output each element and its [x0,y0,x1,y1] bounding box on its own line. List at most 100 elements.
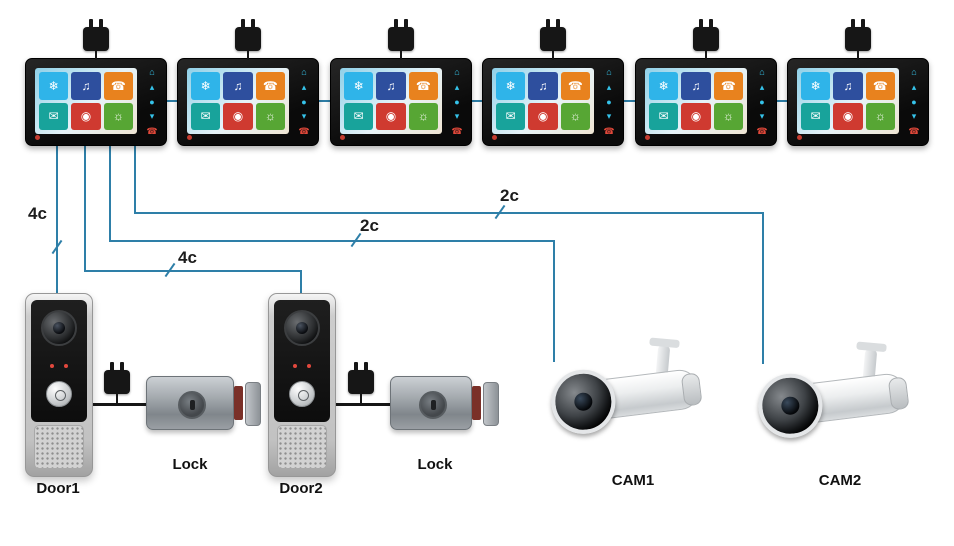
lock2-label: Lock [417,456,453,473]
brightness-tile-icon: ☼ [408,102,438,130]
power-adapter-icon [83,19,109,60]
down-button-icon: ▾ [759,111,765,122]
plug-prong [404,19,408,28]
message-tile-icon: ✉ [191,102,221,130]
menu-button-icon: ● [454,96,460,107]
alarm-tile-icon: ◉ [833,102,863,130]
talk-button-icon: ☎ [451,126,463,136]
wire-cam1-2c-vertical [109,146,111,242]
door-camera-icon [284,310,320,346]
menu-button-icon: ● [759,96,765,107]
door-panel [31,300,87,422]
message-tile-icon: ✉ [496,102,526,130]
plug-cord [857,51,859,60]
side-button-column: ⌂ ▴ ● ▾ ☎ [142,68,162,136]
plug-prong [709,19,713,28]
plug-cord [360,394,362,403]
wire-cam2-2c-drop [762,212,764,364]
plug-prong [851,19,855,28]
intercom-monitor: ❄ ♫ ☎ ✉ ◉ ☼ ⌂ ▴ ● ▾ ☎ [330,19,472,146]
power-adapter-icon [845,19,871,60]
monitor-screen: ❄ ♫ ☎ ✉ ◉ ☼ [35,68,137,134]
wire-door1-4c [56,146,58,296]
side-button-column: ⌂ ▴ ● ▾ ☎ [599,68,619,136]
side-button-column: ⌂ ▴ ● ▾ ☎ [447,68,467,136]
wire-cam1-2c-drop [553,240,555,362]
plug-prong [110,362,114,371]
monitor-button-icon: ⌂ [149,67,155,77]
led-indicator-icon [64,364,68,368]
side-button-column: ⌂ ▴ ● ▾ ☎ [752,68,772,136]
down-button-icon: ▾ [149,111,155,122]
door-speaker-grille [277,425,327,469]
message-tile-icon: ✉ [39,102,69,130]
phone-tile-icon: ☎ [865,72,895,100]
intercom-monitor: ❄ ♫ ☎ ✉ ◉ ☼ ⌂ ▴ ● ▾ ☎ [787,19,929,146]
alarm-tile-icon: ◉ [376,102,406,130]
app-tile-grid: ❄ ♫ ☎ ✉ ◉ ☼ [191,72,285,130]
up-button-icon: ▴ [149,81,155,92]
snowflake-tile-icon: ❄ [649,72,679,100]
keyhole-icon [178,391,206,419]
door-speaker-grille [34,425,84,469]
lock-pad [234,386,243,420]
monitor-button-icon: ⌂ [454,67,460,77]
door-camera-icon [41,310,77,346]
side-button-column: ⌂ ▴ ● ▾ ☎ [294,68,314,136]
app-tile-grid: ❄ ♫ ☎ ✉ ◉ ☼ [344,72,438,130]
intercom-monitor: ❄ ♫ ☎ ✉ ◉ ☼ ⌂ ▴ ● ▾ ☎ [177,19,319,146]
monitor-bezel: ❄ ♫ ☎ ✉ ◉ ☼ ⌂ ▴ ● ▾ ☎ [635,58,777,146]
app-tile-grid: ❄ ♫ ☎ ✉ ◉ ☼ [649,72,743,130]
talk-button-icon: ☎ [146,126,158,136]
plug-cord [705,51,707,60]
chime-tile-icon: ♫ [71,72,101,100]
lock-2 [390,376,472,430]
plug-cord [247,51,249,60]
power-plug-icon [104,362,130,403]
plug-prong [699,19,703,28]
door2-label: Door2 [279,480,323,497]
phone-tile-icon: ☎ [713,72,743,100]
talk-button-icon: ☎ [908,126,920,136]
plug-cord [116,394,118,403]
wire-door2-4c-vertical [84,146,86,272]
alarm-tile-icon: ◉ [528,102,558,130]
down-button-icon: ▾ [606,111,612,122]
chime-tile-icon: ♫ [223,72,253,100]
monitor-screen: ❄ ♫ ☎ ✉ ◉ ☼ [492,68,594,134]
wire-label-door2: 4c [178,248,197,267]
chime-tile-icon: ♫ [376,72,406,100]
up-button-icon: ▴ [454,81,460,92]
wire-label-cam2: 2c [500,186,519,205]
monitor-screen: ❄ ♫ ☎ ✉ ◉ ☼ [187,68,289,134]
cam2-label: CAM2 [818,472,862,489]
power-adapter-icon [540,19,566,60]
alarm-tile-icon: ◉ [223,102,253,130]
lock-power-cable [332,403,394,406]
phone-tile-icon: ☎ [560,72,590,100]
phone-tile-icon: ☎ [255,72,285,100]
monitor-bezel: ❄ ♫ ☎ ✉ ◉ ☼ ⌂ ▴ ● ▾ ☎ [25,58,167,146]
brightness-tile-icon: ☼ [713,102,743,130]
plug-prong [99,19,103,28]
intercom-monitor: ❄ ♫ ☎ ✉ ◉ ☼ ⌂ ▴ ● ▾ ☎ [635,19,777,146]
phone-tile-icon: ☎ [408,72,438,100]
plug-cord [400,51,402,60]
up-button-icon: ▴ [911,81,917,92]
monitor-button-icon: ⌂ [911,67,917,77]
door-call-button-icon [289,381,315,407]
plug-prong [89,19,93,28]
app-tile-grid: ❄ ♫ ☎ ✉ ◉ ☼ [39,72,133,130]
door-panel [274,300,330,422]
lock-power-cable [88,403,148,406]
lock1-label: Lock [172,456,208,473]
camera-lens-icon [547,366,620,438]
intercom-monitor: ❄ ♫ ☎ ✉ ◉ ☼ ⌂ ▴ ● ▾ ☎ [25,19,167,146]
wire-door2-4c-drop [300,270,302,294]
camera-1 [540,340,720,452]
message-tile-icon: ✉ [344,102,374,130]
plug-prong [364,362,368,371]
door-led-icons [31,355,87,373]
cam1-label: CAM1 [611,472,655,489]
